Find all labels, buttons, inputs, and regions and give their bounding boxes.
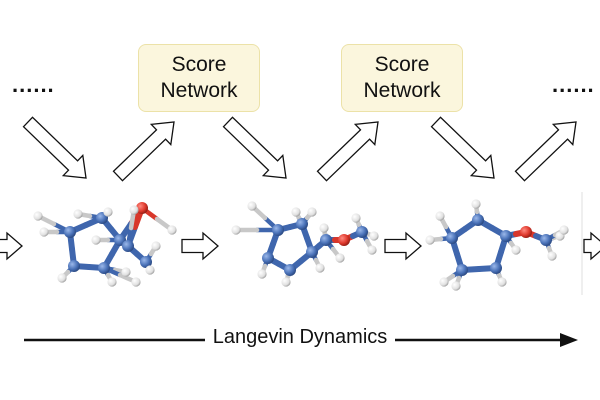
hydrogen-atom [281, 277, 291, 287]
arrow-up-right-2 [316, 121, 379, 182]
carbon-atom [540, 234, 552, 246]
arrow-up-right-1 [112, 121, 175, 182]
carbon-atom [98, 262, 110, 274]
hydrogen-atom [167, 225, 177, 235]
oxygen-atom [338, 234, 350, 246]
hydrogen-atom [131, 277, 141, 287]
hydrogen-atom [369, 231, 379, 241]
score-network-box-2: Score Network [341, 44, 463, 112]
hydrogen-atom [559, 225, 569, 235]
hydrogen-atom [257, 269, 267, 279]
hydrogen-atom [73, 209, 83, 219]
score-network-label-line2: Network [160, 79, 238, 102]
hydrogen-atom [425, 235, 435, 245]
carbon-atom [272, 224, 284, 236]
carbon-atom [262, 252, 274, 264]
hydrogen-atom [547, 251, 557, 261]
carbon-atom [472, 214, 484, 226]
hydrogen-atom [129, 205, 139, 215]
carbon-atom [296, 218, 308, 230]
hydrogen-atom [39, 227, 49, 237]
hydrogen-atom [291, 207, 301, 217]
hydrogen-atom [107, 277, 117, 287]
hydrogen-atom [315, 263, 325, 273]
carbon-atom [306, 246, 318, 258]
hydrogen-atom [471, 199, 481, 209]
hydrogen-atom [435, 211, 445, 221]
molecule-refined [425, 199, 569, 291]
arrow-right-1 [181, 231, 219, 261]
hydrogen-atom [121, 267, 131, 277]
carbon-atom [140, 256, 152, 268]
arrow-down-right-2 [222, 116, 287, 179]
score-network-box-1: Score Network [138, 44, 260, 112]
hydrogen-atom [57, 273, 67, 283]
ellipsis-right: ...... [552, 72, 595, 97]
hydrogen-atom [367, 245, 377, 255]
arrow-right-2 [384, 231, 422, 261]
atoms [425, 199, 569, 291]
hydrogen-atom [307, 207, 317, 217]
score-network-label-line1: Score [374, 53, 430, 76]
carbon-atom [446, 232, 458, 244]
score-network-label-line1: Score [171, 53, 227, 76]
atoms [33, 202, 177, 287]
hydrogen-atom [103, 207, 113, 217]
hydrogen-atom [511, 245, 521, 255]
carbon-atom [122, 240, 134, 252]
hydrogen-atom [497, 277, 507, 287]
horizontal-arrows [0, 231, 600, 261]
hydrogen-atom [319, 223, 329, 233]
molecule-noisy [33, 202, 177, 287]
carbon-atom [284, 264, 296, 276]
arrow-down-right-3 [430, 116, 495, 179]
ellipsis-left: ...... [12, 72, 55, 97]
atoms [231, 201, 379, 287]
carbon-atom [356, 226, 368, 238]
arrow-right-0 [0, 231, 23, 261]
hydrogen-atom [91, 235, 101, 245]
hydrogen-atom [151, 241, 161, 251]
carbon-atom [64, 226, 76, 238]
carbon-atom [320, 234, 332, 246]
carbon-atom [490, 262, 502, 274]
timeline-label: Langevin Dynamics [204, 326, 396, 348]
carbon-atom [68, 260, 80, 272]
arrow-down-right-1 [22, 116, 87, 179]
score-network-label-line2: Network [363, 79, 441, 102]
timeline-caption: Langevin Dynamics [0, 326, 600, 349]
hydrogen-atom [145, 265, 155, 275]
oxygen-atom [136, 202, 148, 214]
hydrogen-atom [247, 201, 257, 211]
hydrogen-atom [451, 281, 461, 291]
molecule-intermediate [231, 201, 379, 287]
diagonal-arrows [22, 116, 577, 182]
oxygen-atom [520, 226, 532, 238]
hydrogen-atom [351, 213, 361, 223]
hydrogen-atom [33, 211, 43, 221]
carbon-atom [500, 230, 512, 242]
arrow-up-right-3 [514, 121, 577, 182]
hydrogen-atom [439, 277, 449, 287]
hydrogen-atom [335, 253, 345, 263]
carbon-atom [456, 264, 468, 276]
hydrogen-atom [231, 225, 241, 235]
arrow-right-3 [583, 231, 600, 261]
